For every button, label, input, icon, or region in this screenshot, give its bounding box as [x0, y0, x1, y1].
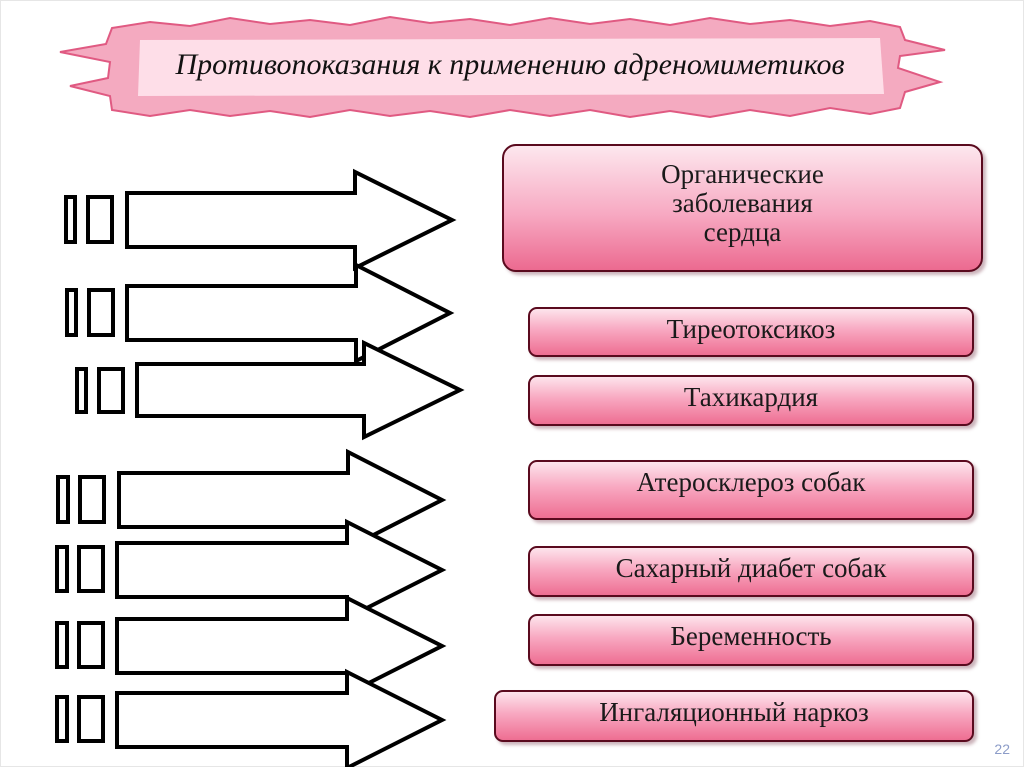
item-label: Органические заболевания сердца: [661, 159, 824, 247]
item-box-organic-heart-disease: Органические заболевания сердца: [502, 144, 983, 272]
arrow-7: [55, 668, 447, 767]
arrow-1: [64, 168, 457, 272]
arrow-7-tail-stripe-1: [55, 695, 69, 743]
arrow-4-body: [117, 448, 447, 552]
page-title: Противопоказания к применению адреномиме…: [175, 48, 845, 81]
title-banner: [59, 15, 946, 119]
item-label: Ингаляционный наркоз: [599, 697, 869, 727]
arrow-2: [65, 261, 455, 365]
arrow-6-tail-stripe-1: [55, 621, 69, 669]
arrow-6-tail-stripe-2: [77, 621, 105, 669]
item-box-pregnancy: Беременность: [528, 614, 974, 666]
arrow-2-body: [125, 261, 455, 365]
item-label: Тахикардия: [683, 382, 819, 412]
title-banner-highlight: [138, 38, 884, 96]
arrow-3-tail-stripe-2: [97, 367, 125, 414]
arrow-3: [75, 339, 465, 441]
arrow-6: [55, 594, 447, 698]
arrow-2-tail-stripe-2: [87, 288, 115, 337]
arrow-1-tail-stripe-1: [64, 195, 77, 244]
arrow-5: [55, 518, 447, 622]
item-label: Сахарный диабет собак: [615, 553, 887, 583]
item-box-diabetes: Сахарный диабет собак: [528, 546, 974, 597]
item-box-atherosclerosis: Атеросклероз собак: [528, 460, 974, 520]
item-label: Тиреотоксикоз: [666, 314, 836, 344]
item-label: Беременность: [670, 621, 832, 651]
arrow-4: [56, 448, 447, 552]
item-box-tachycardia: Тахикардия: [528, 375, 974, 426]
slide-number: 22: [994, 741, 1010, 757]
arrow-1-body: [125, 168, 457, 272]
item-box-thyrotoxicosis: Тиреотоксикоз: [528, 307, 974, 357]
arrow-7-body: [115, 668, 447, 767]
arrow-6-body: [115, 594, 447, 698]
arrow-2-tail-stripe-1: [65, 288, 78, 337]
arrow-4-tail-stripe-2: [78, 475, 106, 524]
item-label: Атеросклероз собак: [636, 467, 866, 497]
arrow-3-body: [135, 339, 465, 441]
arrow-5-tail-stripe-1: [55, 545, 69, 593]
item-box-inhalation-anesthesia: Ингаляционный наркоз: [494, 690, 974, 742]
arrow-5-tail-stripe-2: [77, 545, 105, 593]
arrow-4-tail-stripe-1: [56, 475, 70, 524]
arrow-1-tail-stripe-2: [86, 195, 114, 244]
arrow-5-body: [115, 518, 447, 622]
arrow-7-tail-stripe-2: [77, 695, 105, 743]
arrow-3-tail-stripe-1: [75, 367, 88, 414]
